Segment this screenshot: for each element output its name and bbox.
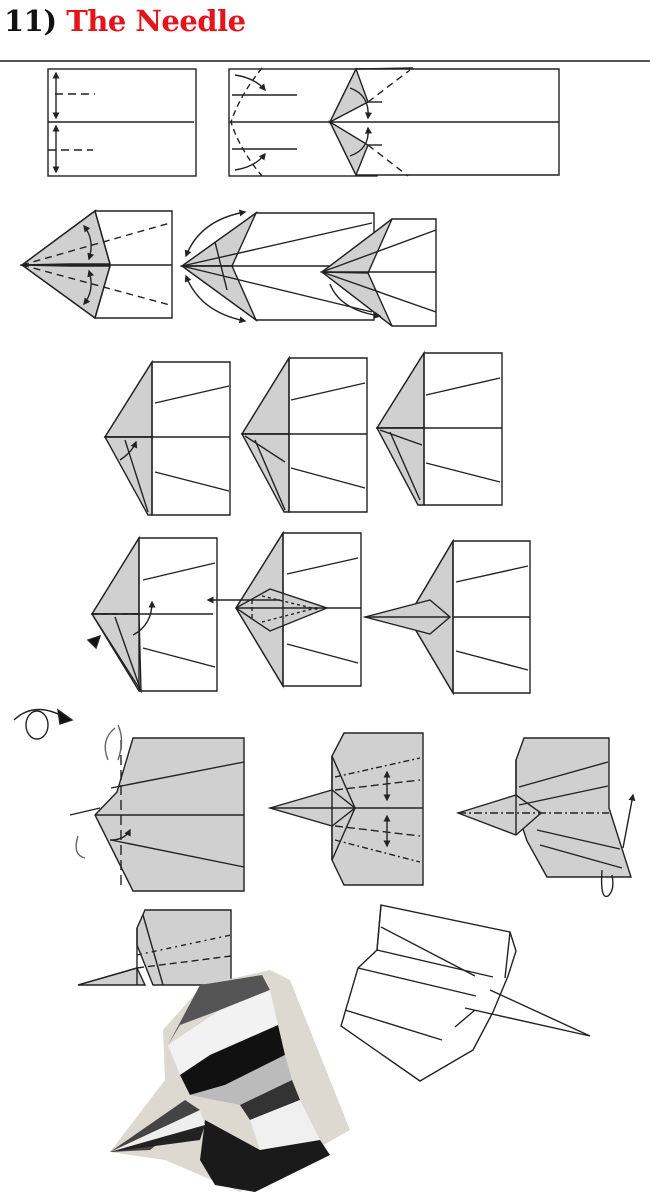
turn-over-icon bbox=[13, 708, 74, 740]
step-7-flaps-tucked bbox=[103, 359, 231, 516]
step-10-fold-tip-under bbox=[86, 535, 218, 694]
step-17-finished-outline bbox=[340, 904, 591, 1082]
step-16-side-view bbox=[77, 909, 232, 986]
step-11-nose-diamond bbox=[206, 530, 362, 689]
page-title: 11) The Needle bbox=[4, 2, 246, 40]
step-4-edges-to-center bbox=[19, 209, 173, 320]
step-1-fold-lines bbox=[47, 68, 197, 177]
step-8-fold-inner-flap bbox=[240, 355, 368, 513]
plane-name: The Needle bbox=[66, 4, 246, 38]
step-15-fold-wings-down bbox=[455, 737, 636, 898]
step-13-hold-and-fold bbox=[69, 724, 245, 892]
step-6-reverse-fold bbox=[319, 218, 437, 327]
step-9-inner-flap-folded bbox=[375, 350, 503, 506]
step-5-open-flaps bbox=[179, 209, 375, 324]
step-12-needle-nose bbox=[362, 538, 531, 696]
step-14-wing-fold-lines bbox=[267, 732, 424, 886]
header-divider bbox=[0, 60, 650, 62]
step-18-finished-rendered bbox=[110, 970, 350, 1192]
step-number: 11) bbox=[4, 4, 57, 38]
step-3-corners-folded bbox=[328, 67, 560, 177]
